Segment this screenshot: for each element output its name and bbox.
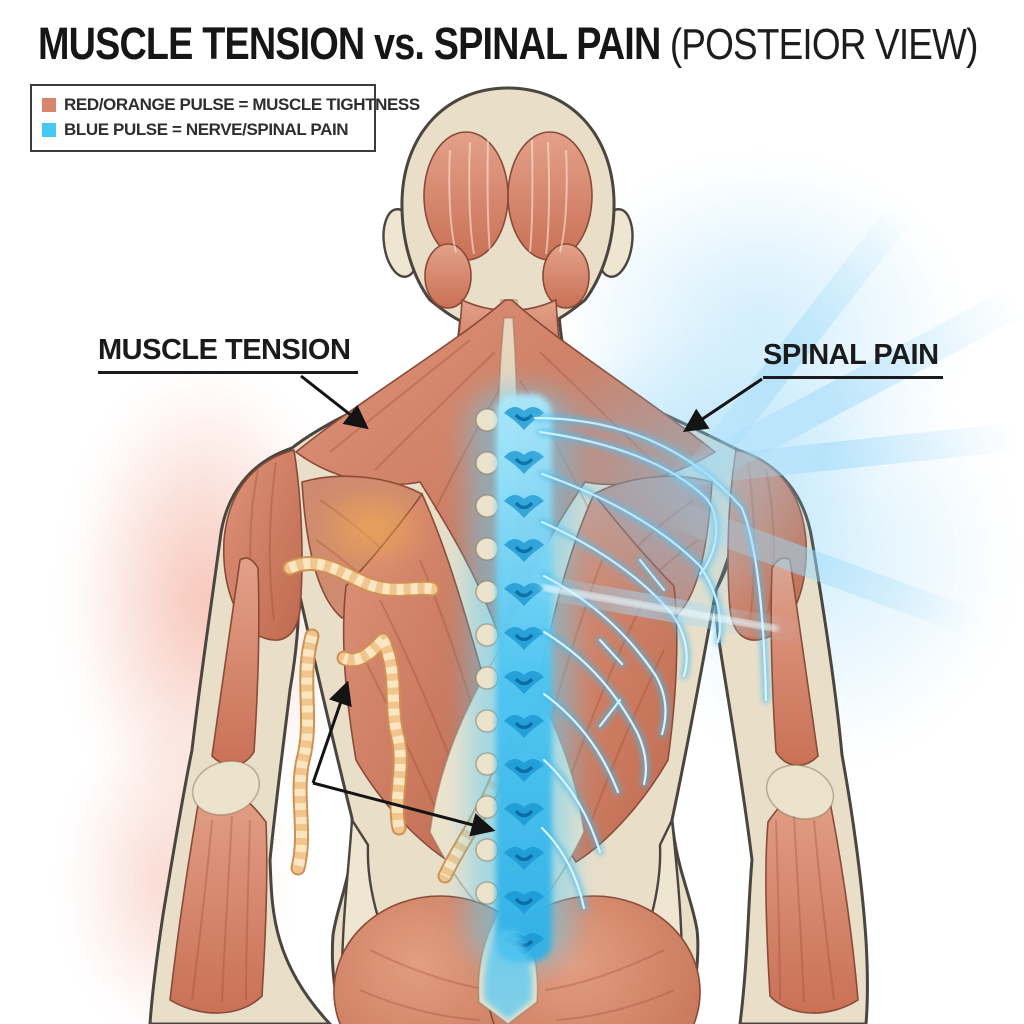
blue-swatch-icon [42, 122, 56, 137]
legend-label-nerve: BLUE PULSE = NERVE/SPINAL PAIN [64, 119, 349, 139]
orange-swatch-icon [42, 97, 56, 112]
spinal-pain-arrow [683, 377, 763, 433]
legend-box: RED/ORANGE PULSE = MUSCLE TIGHTNESS BLUE… [30, 84, 420, 152]
page-title: MUSCLE TENSION vs. SPINAL PAIN (POSTEIOR… [38, 18, 978, 70]
suboccipital-left [424, 243, 472, 309]
left-triceps [211, 557, 260, 767]
occipital-muscle-left [423, 131, 509, 261]
suboccipital-right [542, 243, 590, 309]
pain-radiance [505, 201, 1024, 646]
left-elbow-tendon [191, 760, 261, 816]
tight-band-arrow-lower [312, 781, 496, 837]
title-main: MUSCLE TENSION vs. SPINAL PAIN [38, 18, 661, 69]
warm-tension-glow [310, 482, 434, 574]
title-suffix: (POSTEIOR VIEW) [660, 20, 979, 69]
annotation-arrows [300, 374, 763, 837]
light-streak [510, 570, 810, 646]
muscle-tension-arrow [300, 374, 369, 430]
left-forearm-muscles [169, 781, 268, 1014]
tight-band-arrow-upper [311, 680, 352, 784]
legend-row-nerve: BLUE PULSE = NERVE/SPINAL PAIN [42, 117, 364, 142]
sacrum-glow [483, 930, 533, 1020]
legend-row-muscle: RED/ORANGE PULSE = MUSCLE TIGHTNESS [42, 92, 420, 117]
spinal-pain-callout: SPINAL PAIN [763, 341, 943, 379]
right-forearm-muscles [765, 781, 859, 1014]
vertebral-bone-edge [475, 408, 499, 905]
legend-label-muscle: RED/ORANGE PULSE = MUSCLE TIGHTNESS [64, 94, 420, 114]
right-elbow-tendon [765, 764, 835, 820]
muscle-tension-callout: MUSCLE TENSION [98, 336, 359, 374]
